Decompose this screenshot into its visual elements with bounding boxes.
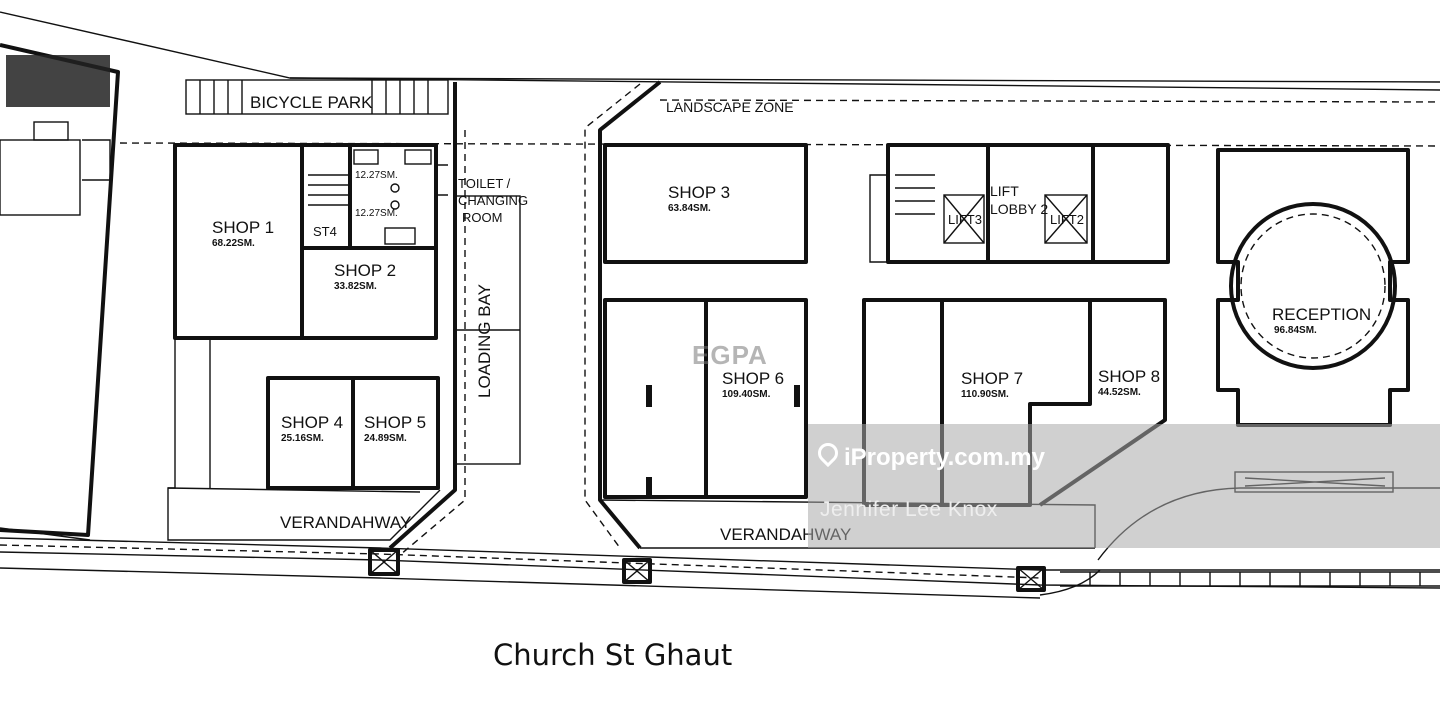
- shop-6-outline: [603, 298, 808, 499]
- room-label: ROOM: [462, 210, 502, 225]
- stair-label: ST4: [313, 224, 337, 239]
- wc-a-area: 12.27SM.: [355, 170, 398, 181]
- lift-lobby-label-1: LIFT: [990, 183, 1019, 199]
- bicycle-park: BICYCLE PARK: [185, 79, 449, 115]
- reception-area: 96.84SM.: [1274, 325, 1317, 336]
- watermark-agent: Jennifer Lee Knox: [820, 498, 998, 521]
- shop-2-name: SHOP 2: [334, 261, 396, 280]
- bicycle-park-label: BICYCLE PARK: [250, 93, 373, 112]
- loading-bay: [388, 82, 521, 556]
- west-block: [173, 143, 448, 340]
- lift-core: [869, 143, 1170, 264]
- shop-3-name: SHOP 3: [668, 183, 730, 202]
- watermark-site: iProperty.com.my: [813, 438, 1045, 472]
- shop-1-area: 68.22SM.: [212, 238, 255, 249]
- loading-bay-label: LOADING BAY: [475, 284, 494, 398]
- shop-8-area: 44.52SM.: [1098, 387, 1141, 398]
- shop-6-name: SHOP 6: [722, 369, 784, 388]
- watermark-site-text: iProperty.com.my: [844, 444, 1045, 471]
- shop-7-area: 110.90SM.: [961, 389, 1009, 400]
- location-pin-icon: [813, 438, 843, 468]
- shop-2-area: 33.82SM.: [334, 281, 377, 292]
- site-boundary-top: [0, 11, 1440, 83]
- shop-7-name: SHOP 7: [961, 369, 1023, 388]
- shops-4-5: [266, 376, 440, 490]
- shop-3-outline: [603, 143, 808, 264]
- lift3-label: LIFT3: [948, 212, 982, 227]
- shop-5-area: 24.89SM.: [364, 433, 407, 444]
- toilet-label: TOILET /: [458, 176, 511, 191]
- shop-4-name: SHOP 4: [281, 413, 343, 432]
- reception-name: RECEPTION: [1272, 305, 1371, 324]
- shop-4-area: 25.16SM.: [281, 433, 324, 444]
- changing-label: CHANGING: [458, 193, 528, 208]
- street-edge: [0, 537, 1440, 599]
- landscape-zone: [584, 80, 1440, 550]
- egpa-logo-watermark: EGPA: [692, 340, 768, 370]
- shop-6-area: 109.40SM.: [722, 389, 771, 400]
- landscape-zone-label: LANDSCAPE ZONE: [666, 99, 794, 115]
- shop-1-name: SHOP 1: [212, 218, 274, 237]
- street-name: Church St Ghaut: [493, 638, 733, 672]
- neighbour-building: [0, 43, 120, 541]
- shop-5-name: SHOP 5: [364, 413, 426, 432]
- lift2-label: LIFT2: [1050, 212, 1084, 227]
- wc-b-area: 12.27SM.: [355, 208, 398, 219]
- reception-outline: [1216, 148, 1410, 427]
- west-verandah: [167, 338, 441, 541]
- verandahway-west-label: VERANDAHWAY: [280, 513, 411, 532]
- lift-lobby-label-2: LOBBY 2: [990, 201, 1048, 217]
- site-boundary-top-inner: [289, 77, 1440, 91]
- watermark-band: [808, 424, 1440, 548]
- shop-8-name: SHOP 8: [1098, 367, 1160, 386]
- shop-3-area: 63.84SM.: [668, 203, 711, 214]
